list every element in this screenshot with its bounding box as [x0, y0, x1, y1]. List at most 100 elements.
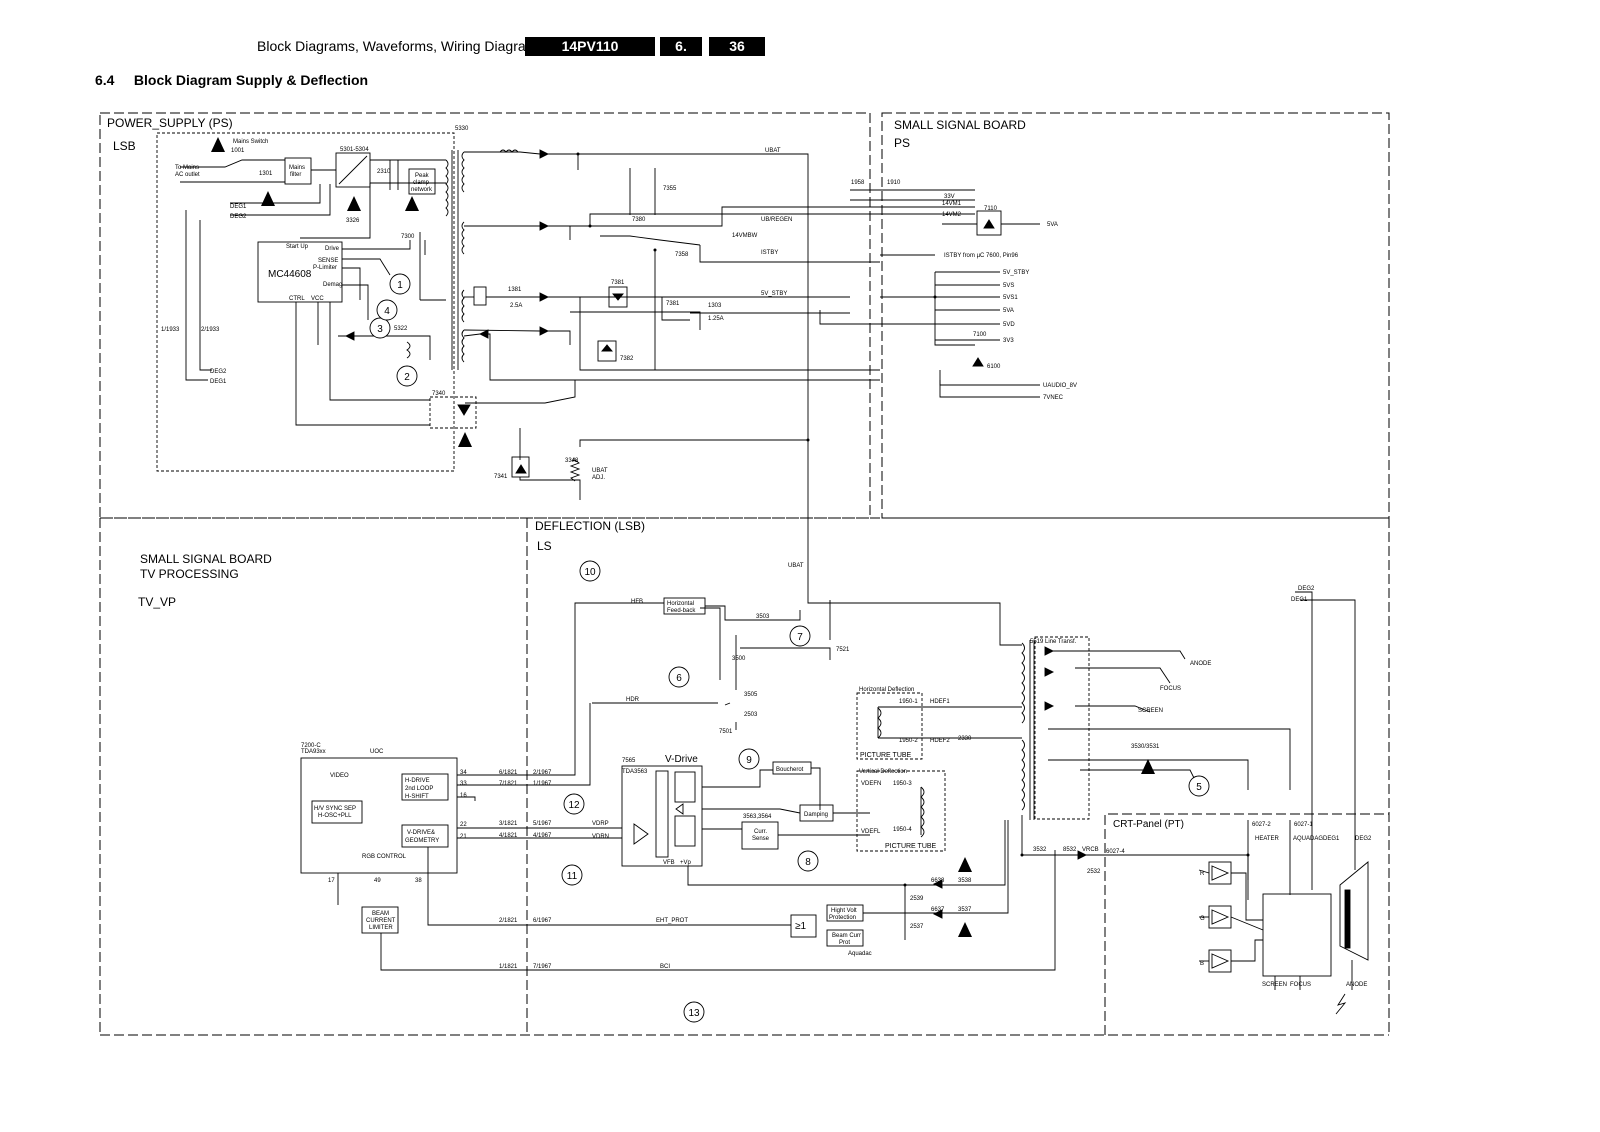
output-5va: 5VA: [1047, 222, 1058, 228]
line-transformer-frame: [1034, 636, 1090, 820]
label-pin-a: A: [572, 458, 576, 464]
v-drive-geo-label-2: GEOMETRY: [405, 838, 439, 844]
label-hdef1: HDEF1: [930, 699, 950, 705]
label-vdefn: VDEFN: [861, 781, 881, 787]
pin-2-1967: 2/1967: [533, 770, 552, 776]
circle-5: 5: [1196, 782, 1202, 793]
crt-tube: [1339, 861, 1369, 961]
region-ls: LS: [537, 539, 552, 553]
label-2503: 2503: [744, 712, 758, 718]
label-aquadag: AQUADAG: [1293, 836, 1323, 842]
mains-filter-label-1: Mains: [289, 165, 305, 171]
label-video: VIDEO: [330, 773, 349, 779]
output-7vnec: 7VNEC: [1043, 395, 1064, 401]
label-5322: 5322: [394, 326, 408, 332]
label-to-mains-1: To Mains: [175, 165, 199, 171]
label-g: G: [1200, 916, 1205, 922]
circle-1: 1: [397, 280, 403, 291]
label-1950-4: 1950-4: [893, 827, 912, 833]
label-deg2-crt: DEG2: [1355, 836, 1372, 842]
label-deg1-crt: DEG1: [1323, 836, 1340, 842]
v-drive-block: [621, 765, 703, 867]
label-2-5a: 2.5A: [510, 303, 522, 309]
pin-1-1821: 1/1821: [499, 964, 518, 970]
high-volt-label-1: Hight Volt: [831, 908, 857, 914]
pin-33: 33: [460, 781, 467, 787]
region-crt-panel: CRT-Panel (PT): [1113, 819, 1184, 830]
label-ubat-adj-1: UBAT: [592, 468, 608, 474]
region-lsb: LSB: [113, 139, 136, 153]
label-3563: 3563,3564: [743, 814, 772, 820]
label-ubat-adj-2: ADJ.: [592, 475, 605, 481]
lsb-subframe: [156, 132, 455, 472]
label-to-mains-2: AC outlet: [175, 172, 200, 178]
label-1303: 1303: [708, 303, 722, 309]
label-hdr: HDR: [626, 697, 640, 703]
circle-4: 4: [384, 306, 390, 317]
picture-tube-frame-v: [856, 770, 946, 852]
label-3348: 3348: [565, 458, 579, 464]
label-1958: 1958: [851, 180, 865, 186]
region-small-signal-bottom: SMALL SIGNAL BOARD: [140, 552, 272, 566]
label-p-limiter: P-Limiter: [313, 265, 337, 271]
label-crt-focus: FOCUS: [1290, 982, 1311, 988]
label-7501: 7501: [719, 729, 733, 735]
output-5vd: 5VD: [1003, 322, 1015, 328]
label-1-1933: 1/1933: [161, 327, 180, 333]
label-eht-prot: EHT_PROT: [656, 918, 688, 924]
beam-limiter-label-3: LIMITER: [369, 925, 393, 931]
label-hfb: HFB: [631, 599, 643, 605]
label-screen: SCREEN: [1138, 708, 1163, 714]
label-5v-stby: 5V_STBY: [761, 291, 787, 297]
output-5vs1: 5VS1: [1003, 295, 1018, 301]
pin-22: 22: [460, 822, 467, 828]
label-7565: 7565: [622, 758, 636, 764]
crt-panel-frame: [1104, 813, 1389, 1035]
h-drive-label-3: H-SHIFT: [405, 794, 429, 800]
label-3538: 3538: [958, 878, 972, 884]
or-gate: [790, 914, 817, 938]
curr-sense-label-2: Sense: [752, 836, 770, 842]
hv-sync-label-1: H/V SYNC SEP: [314, 806, 356, 812]
pin-1-1967: 1/1967: [533, 781, 552, 787]
curr-sense-block: [741, 821, 779, 850]
label-1-25a: 1.25A: [708, 316, 724, 322]
label-14vmbw: 14VMBW: [732, 233, 758, 239]
label-sense: SENSE: [318, 258, 338, 264]
label-vfb: VFB: [663, 860, 675, 866]
output-14vm1: 14VM1: [942, 201, 962, 207]
label-horiz-defl: Horizontal Deflection: [859, 687, 914, 693]
mc44608-block: [257, 241, 343, 303]
mains-filter-label-2: filter: [290, 172, 301, 178]
label-aquadac: Aquadac: [848, 951, 872, 957]
horiz-feedback-label-2: Feed-back: [667, 608, 696, 614]
circle-12: 12: [568, 800, 580, 811]
pin-4-1967: 4/1967: [533, 833, 552, 839]
label-7341: 7341: [494, 474, 508, 480]
label-7381: 7381: [611, 280, 625, 286]
label-6100: 6100: [987, 364, 1001, 370]
label-drive: Drive: [325, 246, 340, 252]
label-vert-defl: Vertical Deflection: [859, 769, 907, 775]
pin-5-1967: 5/1967: [533, 821, 552, 827]
mains-filter-block: [284, 157, 312, 185]
pin-16: 16: [460, 793, 467, 799]
horiz-feedback-label-1: Horizontal: [667, 601, 694, 607]
label-2330: 2330: [958, 736, 972, 742]
circle-3: 3: [377, 324, 383, 335]
label-1381: 1381: [508, 287, 522, 293]
output-5va-2: 5VA: [1003, 308, 1014, 314]
label-anode: ANODE: [1190, 661, 1211, 667]
output-5vs: 5VS: [1003, 283, 1014, 289]
label-7300: 7300: [401, 234, 415, 240]
pin-7-1967: 7/1967: [533, 964, 552, 970]
circle-6: 6: [676, 673, 682, 684]
region-ps: PS: [894, 136, 910, 150]
v-drive-label: V-Drive: [665, 754, 698, 765]
beam-limiter-label-1: BEAM: [372, 911, 389, 917]
picture-tube-label-v: PICTURE TUBE: [885, 843, 937, 850]
beam-curr-prot-label-2: Prot: [839, 940, 850, 946]
label-istby: ISTBY: [761, 250, 778, 256]
label-3326: 3326: [346, 218, 360, 224]
circle-10: 10: [584, 567, 596, 578]
